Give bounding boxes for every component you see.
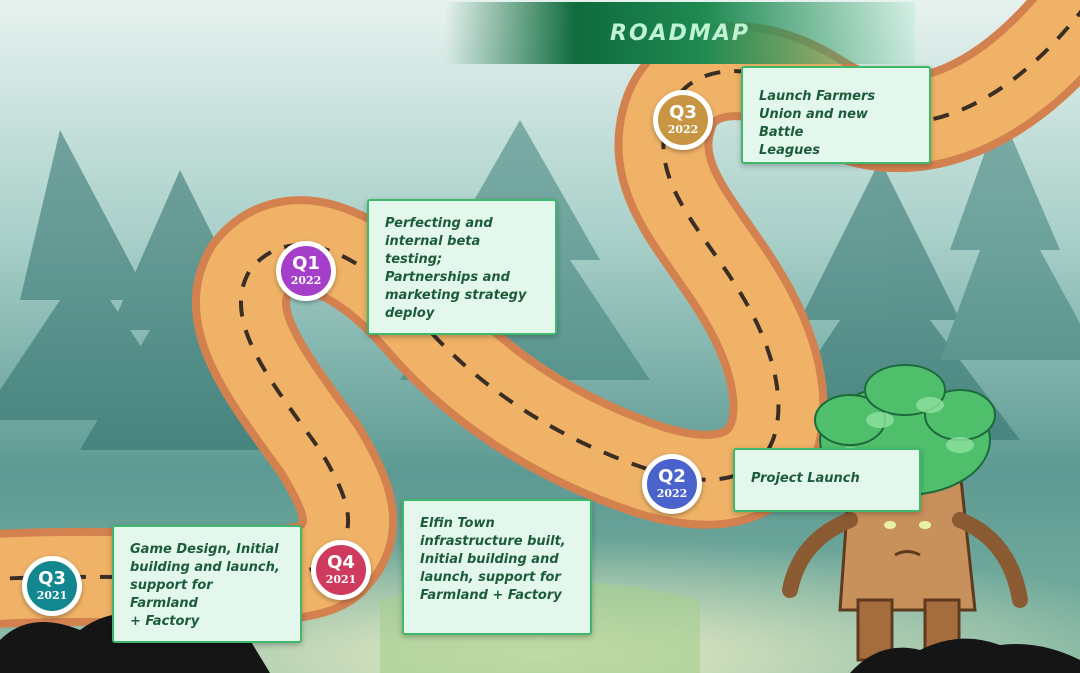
- milestone-card-q4-2021: Elfin Town infrastructure built, Initial…: [402, 499, 592, 635]
- badge-quarter: Q3: [38, 568, 66, 589]
- card-line: Partnerships and: [385, 270, 510, 285]
- card-line: Initial building and: [420, 552, 559, 567]
- milestone-badge-q3-2022: Q3 2022: [653, 90, 713, 150]
- milestone-card-q3-2022: Launch Farmers Union and new Battle Leag…: [741, 66, 931, 164]
- milestone-badge-q1-2022: Q1 2022: [276, 241, 336, 301]
- milestone-card-q1-2022: Perfecting and internal beta testing; Pa…: [367, 199, 557, 335]
- badge-year: 2022: [656, 487, 688, 500]
- card-line: Elfin Town: [420, 516, 495, 531]
- card-line: Project Launch: [751, 471, 860, 486]
- card-line: Game Design, Initial: [130, 542, 279, 557]
- card-line: Launch Farmers: [759, 89, 876, 104]
- card-line: infrastructure built,: [420, 534, 566, 549]
- card-line: Union and new Battle: [759, 107, 868, 140]
- milestone-card-q3-2021: Game Design, Initial building and launch…: [112, 525, 302, 643]
- badge-year: 2021: [325, 573, 357, 586]
- badge-year: 2022: [667, 123, 699, 136]
- badge-year: 2021: [36, 589, 68, 602]
- card-line: Farmland + Factory: [420, 588, 562, 603]
- roadmap-title: ROADMAP: [610, 20, 750, 46]
- milestone-badge-q3-2021: Q3 2021: [22, 556, 82, 616]
- badge-quarter: Q1: [292, 253, 320, 274]
- card-line: support for Farmland: [130, 578, 213, 611]
- milestone-badge-q2-2022: Q2 2022: [642, 454, 702, 514]
- card-line: Leagues: [759, 143, 820, 158]
- card-line: marketing strategy: [385, 288, 527, 303]
- badge-quarter: Q4: [327, 552, 355, 573]
- card-line: launch, support for: [420, 570, 561, 585]
- badge-quarter: Q2: [658, 466, 686, 487]
- card-line: deploy: [385, 306, 435, 321]
- roadmap-banner: ROADMAP: [445, 2, 915, 64]
- card-line: internal beta testing;: [385, 234, 481, 267]
- badge-year: 2022: [290, 274, 322, 287]
- badge-quarter: Q3: [669, 102, 697, 123]
- card-line: + Factory: [130, 614, 200, 629]
- card-line: building and launch,: [130, 560, 280, 575]
- milestone-card-q2-2022: Project Launch: [733, 448, 921, 512]
- milestone-badge-q4-2021: Q4 2021: [311, 540, 371, 600]
- card-line: Perfecting and: [385, 216, 493, 231]
